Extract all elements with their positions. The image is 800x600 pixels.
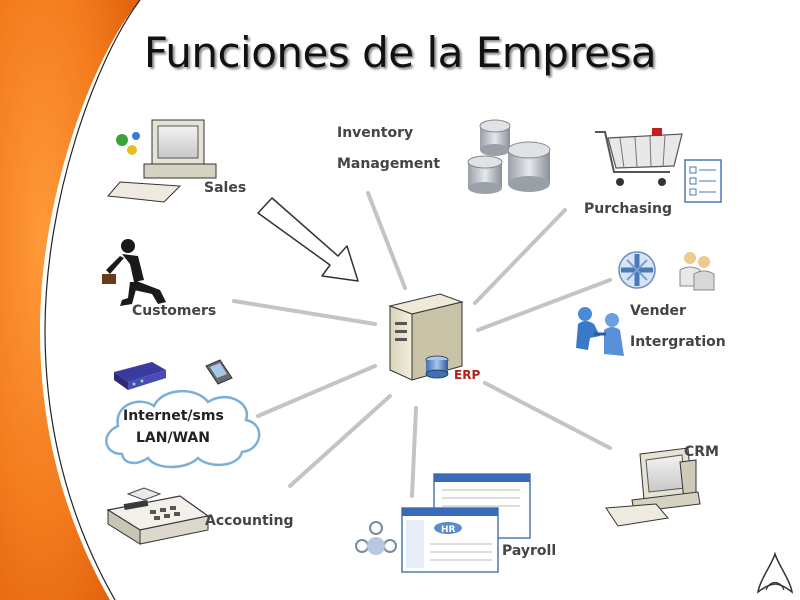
page-title: Funciones de la Empresa	[143, 28, 657, 77]
integration-network-icon	[618, 251, 656, 289]
diagram-canvas: HR	[102, 119, 722, 573]
inventory-label-line2: Management	[337, 156, 441, 172]
connector-lines	[232, 191, 612, 498]
purchasing-label: Purchasing	[584, 201, 672, 217]
handshake-icon	[576, 307, 624, 356]
flow-arrow-icon	[257, 197, 359, 282]
cloud-icon	[105, 389, 261, 469]
logo-icon	[756, 551, 794, 594]
svg-text:HR: HR	[441, 525, 456, 535]
customers-label: Customers	[132, 303, 217, 319]
crm-computer-icon	[605, 447, 701, 527]
inventory-label-line1: Inventory	[337, 125, 414, 141]
org-chart-icon	[355, 521, 397, 555]
server-database-icon	[388, 293, 464, 381]
pda-device-icon	[205, 359, 233, 385]
sales-computer-icon	[107, 119, 217, 203]
internet-label-line1: Internet/sms	[123, 408, 224, 424]
router-icon	[114, 362, 166, 390]
running-businessman-icon	[102, 239, 166, 306]
calculator-icon	[106, 487, 210, 545]
shopping-cart-icon	[595, 128, 683, 186]
vender-label-line1: Vender	[630, 303, 686, 319]
erp-diagram: HR Sales Inventory Management Purchasing…	[100, 98, 800, 580]
window-screens-icon: HR	[401, 473, 531, 573]
sales-label: Sales	[204, 180, 247, 196]
erp-label: ERP	[454, 368, 481, 382]
people-icon	[679, 252, 715, 291]
accounting-label: Accounting	[205, 513, 294, 529]
internet-label-line2: LAN/WAN	[136, 430, 210, 446]
payroll-label: Payroll	[502, 543, 557, 559]
crm-label: CRM	[684, 444, 719, 460]
checklist-icon	[684, 159, 722, 203]
vender-label-line2: Intergration	[630, 334, 726, 350]
inventory-database-icon	[467, 119, 551, 194]
